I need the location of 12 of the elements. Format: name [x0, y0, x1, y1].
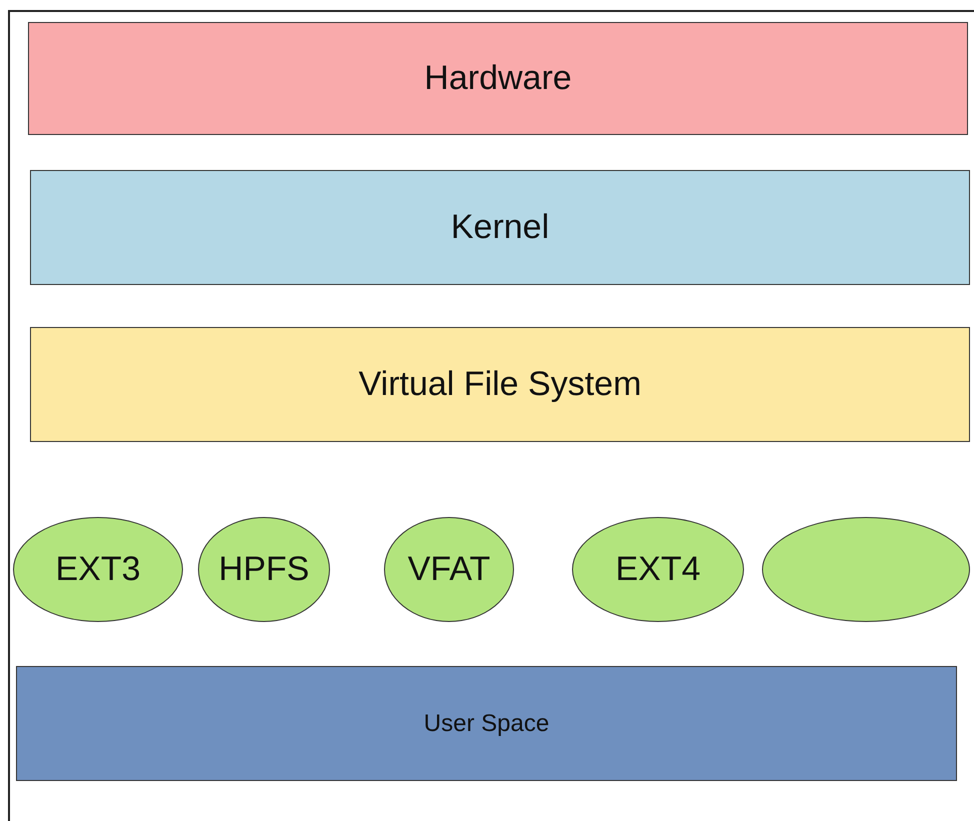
- layer-label: Hardware: [424, 58, 572, 99]
- layer-box: [16, 666, 957, 781]
- layer-label: EXT4: [615, 549, 701, 590]
- layer-box: [30, 170, 970, 285]
- layer-label: Kernel: [450, 207, 550, 248]
- layer-label: Virtual File System: [358, 364, 642, 405]
- layer-label: VFAT: [408, 549, 490, 590]
- layer-box: [30, 327, 970, 442]
- layer-label: EXT3: [55, 549, 141, 590]
- layer-label: User Space: [424, 708, 550, 738]
- layer-label: HPFS: [218, 549, 310, 590]
- layer-box: [28, 22, 968, 135]
